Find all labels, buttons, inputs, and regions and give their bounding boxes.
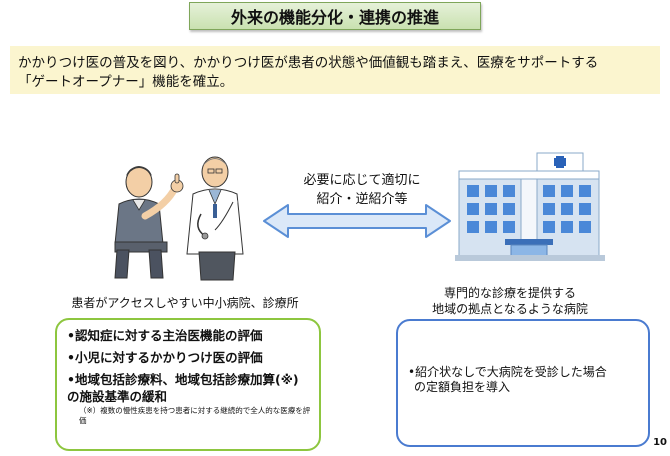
hospital-caption: 専門的な診療を提供する 地域の拠点となるような病院 [410,285,610,317]
slide-title: 外来の機能分化・連携の推進 [189,2,481,30]
clinic-measure-comprehensive-care: •地域包括診療料、地域包括診療加算(※)の施設基準の緩和 [67,371,311,405]
doctor-patient-icon [105,142,245,282]
clinic-measure-dementia: •認知症に対する主治医機能の評価 [67,327,311,344]
referral-label-line-1: 必要に応じて適切に [280,171,444,190]
double-arrow-icon [262,203,452,239]
intro-line-1: かかりつけ医の普及を図り、かかりつけ医が患者の状態や価値観も踏まえ、医療をサポー… [18,54,652,73]
clinic-measure-pediatric: •小児に対するかかりつけ医の評価 [67,349,311,366]
clinic-measures-box: •認知症に対する主治医機能の評価 •小児に対するかかりつけ医の評価 •地域包括診… [55,318,321,451]
hospital-measure-line-1: •紹介状なしで大病院を受診した場合 [408,365,638,380]
hospital-caption-line-1: 専門的な診療を提供する [410,285,610,301]
intro-line-2: 「ゲートオープナー」機能を確立。 [18,73,652,92]
hospital-measures-box: •紹介状なしで大病院を受診した場合 の定額負担を導入 [396,319,650,447]
hospital-icon [455,147,605,267]
hospital-caption-line-2: 地域の拠点となるような病院 [410,301,610,317]
clinic-caption: 患者がアクセスしやすい中小病院、診療所 [40,294,330,311]
clinic-measure-note: （※）複数の慢性疾患を持つ患者に対する継続的で全人的な医療を評価 [67,406,311,426]
page-number: 10 [645,437,667,448]
hospital-measure-line-2: の定額負担を導入 [408,380,638,395]
intro-box: かかりつけ医の普及を図り、かかりつけ医が患者の状態や価値観も踏まえ、医療をサポー… [10,46,660,94]
